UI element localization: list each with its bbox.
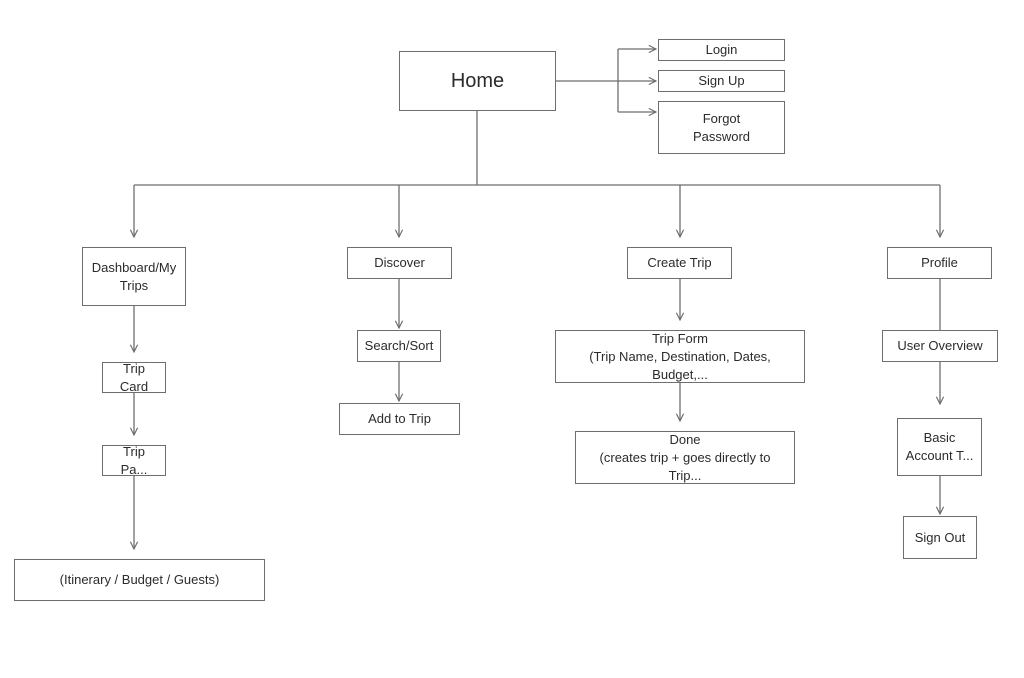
- trip-form-node: Trip Form (Trip Name, Destination, Dates…: [555, 330, 805, 383]
- profile-node: Profile: [887, 247, 992, 279]
- sign-out-node: Sign Out: [903, 516, 977, 559]
- user-overview-node: User Overview: [882, 330, 998, 362]
- signup-node: Sign Up: [658, 70, 785, 92]
- home-label: Home: [450, 70, 505, 92]
- trip-page-node: Trip Pa...: [102, 443, 166, 477]
- trip-page-label: Trip Pa...: [120, 443, 148, 477]
- dashboard-label-line2: Trips: [119, 277, 149, 293]
- user-overview-label: User Overview: [897, 338, 983, 353]
- create-trip-label: Create Trip: [647, 255, 712, 270]
- forgot-label-line1: Forgot: [702, 110, 741, 126]
- create-trip-node: Create Trip: [627, 247, 732, 279]
- done-node: Done (creates trip + goes directly to Tr…: [575, 431, 795, 484]
- forgot-password-node: Forgot Password: [658, 101, 785, 154]
- trip-card-node: Trip Card: [102, 360, 166, 394]
- done-label-line1: Done: [669, 431, 701, 447]
- basic-account-label-line1: Basic: [923, 430, 956, 445]
- basic-account-node: Basic Account T...: [897, 418, 982, 476]
- itinerary-node: (Itinerary / Budget / Guests): [14, 559, 265, 601]
- dashboard-node: Dashboard/My Trips: [82, 247, 186, 306]
- search-sort-node: Search/Sort: [357, 330, 441, 362]
- trip-form-label-line1: Trip Form: [652, 330, 708, 346]
- signup-label: Sign Up: [698, 73, 745, 88]
- discover-node: Discover: [347, 247, 452, 279]
- profile-label: Profile: [921, 255, 958, 270]
- basic-account-label-line2: Account T...: [905, 448, 974, 463]
- itinerary-label: (Itinerary / Budget / Guests): [59, 572, 220, 587]
- trip-card-label: Trip Card: [119, 360, 149, 394]
- login-node: Login: [658, 39, 785, 61]
- discover-label: Discover: [374, 255, 425, 270]
- search-sort-label: Search/Sort: [364, 338, 434, 353]
- add-to-trip-label: Add to Trip: [368, 411, 431, 426]
- forgot-label-line2: Password: [692, 128, 751, 144]
- done-label-line2: (creates trip + goes directly to Trip...: [599, 449, 771, 483]
- home-node: Home: [399, 51, 556, 111]
- dashboard-label-line1: Dashboard/My: [91, 259, 177, 275]
- trip-form-label-line2: (Trip Name, Destination, Dates, Budget,.…: [589, 348, 771, 382]
- sign-out-label: Sign Out: [914, 529, 966, 545]
- add-to-trip-node: Add to Trip: [339, 403, 460, 435]
- login-label: Login: [705, 42, 738, 57]
